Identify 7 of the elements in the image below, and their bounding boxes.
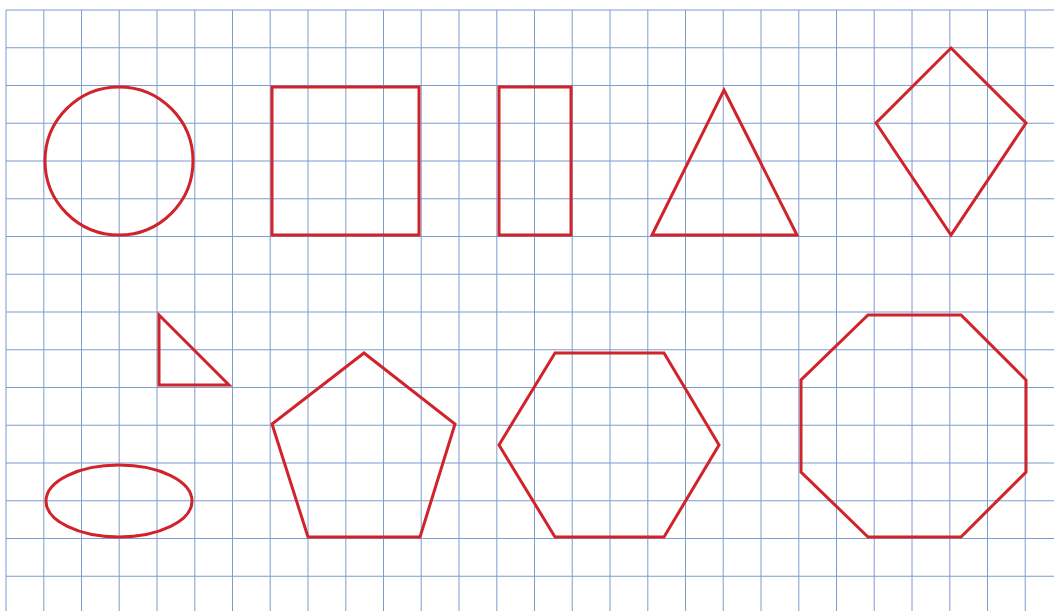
- box-outline: [270, 85, 421, 237]
- octagon-outline: [799, 313, 1028, 539]
- box-outline: [497, 85, 573, 237]
- circle-outline: [43, 85, 195, 237]
- pentagon-outline: [270, 351, 457, 539]
- ellipse-outline: [44, 463, 194, 539]
- hexagon-outline: [497, 351, 721, 539]
